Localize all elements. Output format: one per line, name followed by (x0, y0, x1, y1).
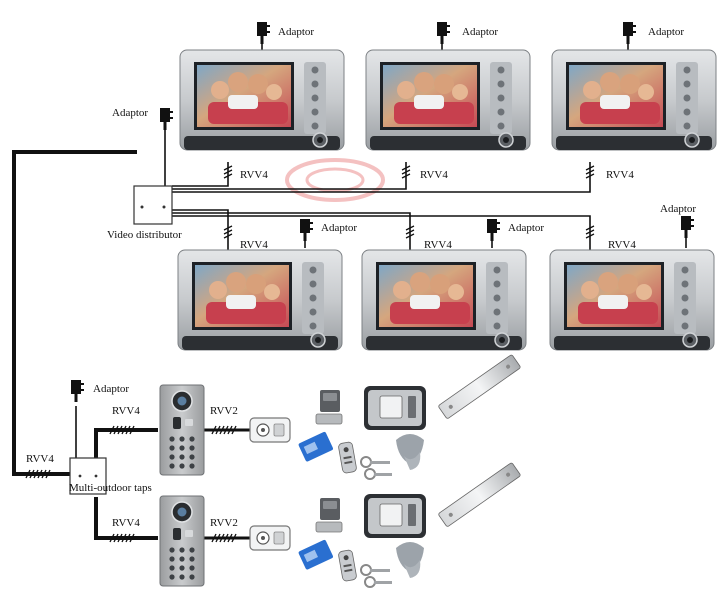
watermark-logo (285, 158, 385, 202)
power-adaptor-icon (487, 219, 500, 241)
power-adaptor-icon (300, 219, 313, 241)
adaptor-label: Adaptor (648, 26, 684, 38)
wiring (12, 40, 687, 540)
indoor-monitor-top-3 (551, 49, 717, 151)
power-adaptor-icon (623, 22, 636, 44)
rvv2-label: RVV2 (210, 405, 238, 417)
indoor-monitor-bottom-1 (177, 249, 343, 351)
adaptor-label: Adaptor (508, 222, 544, 234)
adaptor-label: Adaptor (321, 222, 357, 234)
outdoor-panel-2 (159, 495, 205, 587)
rvv4-label: RVV4 (608, 239, 636, 251)
adaptor-label: Adaptor (660, 203, 696, 215)
power-adaptor-icon (257, 22, 270, 44)
adaptor-label: Adaptor (278, 26, 314, 38)
adaptor-label: Adaptor (462, 26, 498, 38)
indoor-monitor-top-1 (179, 49, 345, 151)
rvv4-label: RVV4 (424, 239, 452, 251)
rvv4-label: RVV4 (240, 239, 268, 251)
power-adaptor-icon (160, 108, 173, 130)
power-adaptor-icon (437, 22, 450, 44)
rvv4-label: RVV4 (112, 405, 140, 417)
rvv4-label: RVV4 (26, 453, 54, 465)
exit-button-icon (249, 417, 291, 443)
exit-button-icon (249, 525, 291, 551)
power-adaptor-icon (71, 380, 84, 402)
adaptor-label: Adaptor (112, 107, 148, 119)
adaptor-label: Adaptor (93, 383, 129, 395)
lock-accessories-set-1 (297, 353, 522, 480)
indoor-monitor-top-2 (365, 49, 531, 151)
rvv4-label: RVV4 (606, 169, 634, 181)
rvv4-label: RVV4 (112, 517, 140, 529)
rvv4-label: RVV4 (420, 169, 448, 181)
rvv2-label: RVV2 (210, 517, 238, 529)
rvv4-label: RVV4 (240, 169, 268, 181)
video-distributor-label: Video distributor (107, 229, 182, 241)
indoor-monitor-bottom-2 (361, 249, 527, 351)
video-distributor-box (133, 185, 173, 225)
multi-outdoor-taps-box (69, 457, 107, 495)
lock-accessories-set-2 (297, 461, 522, 588)
power-adaptor-icon (681, 216, 694, 238)
indoor-monitor-bottom-3 (549, 249, 715, 351)
outdoor-panel-1 (159, 384, 205, 476)
multi-outdoor-taps-label: Multi-outdoor taps (69, 482, 152, 494)
